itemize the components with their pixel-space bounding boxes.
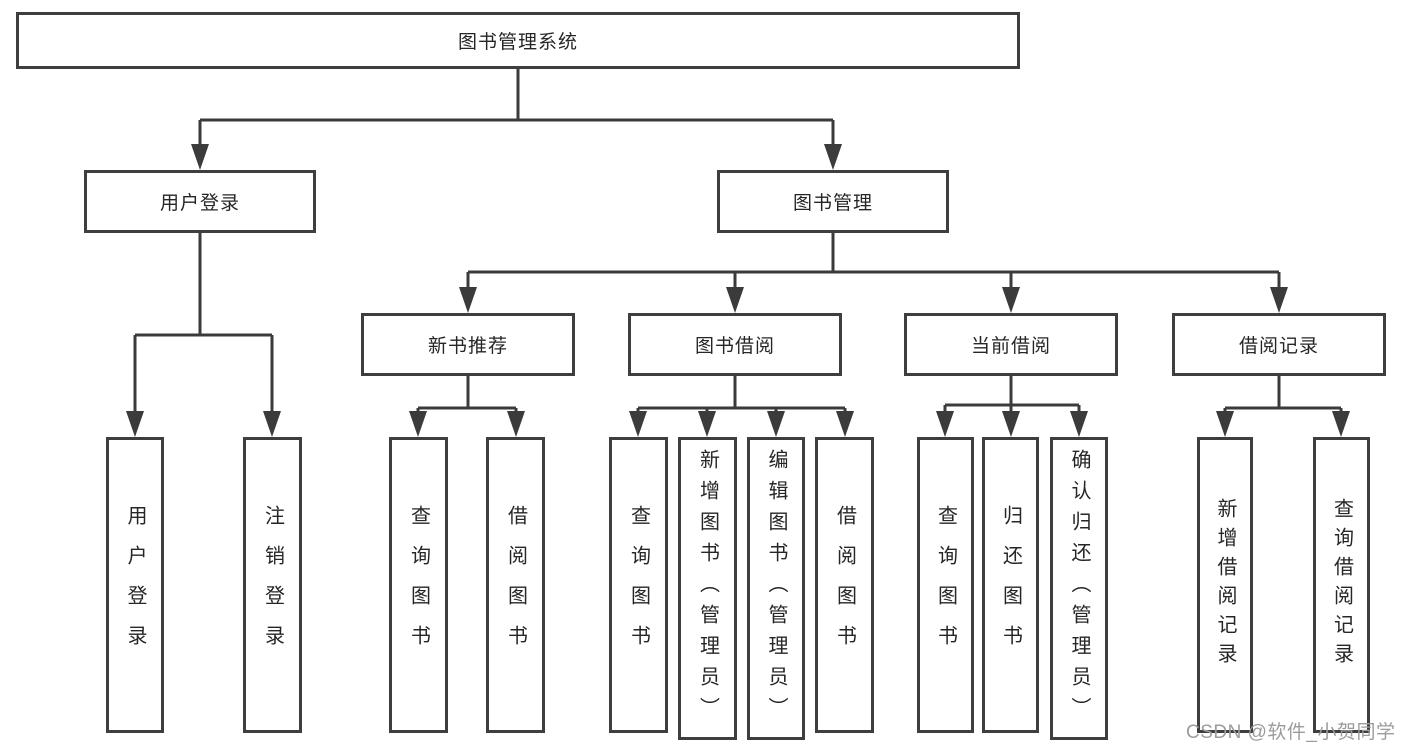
leaf-br-query-borrow-record-label: 查询借阅记录	[1330, 498, 1353, 672]
leaf-bb-edit-book-admin-label: 编辑图书（管理员）	[765, 449, 787, 728]
arrowhead	[126, 411, 144, 437]
arrowhead	[1270, 287, 1288, 313]
node-current-borrow-label: 当前借阅	[970, 336, 1051, 357]
node-book-management-label: 图书管理	[792, 193, 873, 214]
arrowhead	[409, 411, 427, 437]
connector-book-management	[466, 233, 1281, 288]
node-book-management: 图书管理	[717, 170, 949, 233]
leaf-nb-borrow-books-label: 借阅图书	[504, 505, 527, 665]
node-user-login-label: 用户登录	[159, 193, 240, 214]
node-new-book-recommend: 新书推荐	[361, 313, 575, 376]
node-current-borrow: 当前借阅	[904, 313, 1118, 376]
node-new-book-recommend-label: 新书推荐	[427, 336, 508, 357]
leaf-br-add-borrow-record: 新增借阅记录	[1197, 437, 1253, 733]
arrowhead	[767, 411, 785, 437]
leaf-bb-borrow-books-label: 借阅图书	[833, 505, 856, 665]
arrowhead	[507, 411, 525, 437]
connector-book-borrow	[636, 376, 847, 412]
arrowhead	[459, 287, 477, 313]
leaf-user-login: 用户登录	[106, 437, 164, 733]
leaf-bb-add-book-admin: 新增图书（管理员）	[678, 437, 737, 740]
connector-user-login	[133, 233, 274, 412]
arrowhead	[936, 411, 954, 437]
leaf-bb-add-book-admin-label: 新增图书（管理员）	[696, 449, 719, 728]
node-root: 图书管理系统	[16, 12, 1020, 69]
arrowhead	[191, 144, 209, 170]
connector-new-book-recommend	[416, 376, 518, 412]
node-borrow-records-label: 借阅记录	[1238, 336, 1319, 357]
node-root-label: 图书管理系统	[457, 32, 578, 53]
arrowhead	[1002, 287, 1020, 313]
node-book-borrow: 图书借阅	[628, 313, 842, 376]
csdn-watermark: CSDN @软件_小贺同学	[1186, 722, 1396, 743]
leaf-bb-query-books: 查询图书	[609, 437, 668, 733]
leaf-cb-query-books-label: 查询图书	[934, 505, 957, 665]
leaf-cb-return-books-label: 归还图书	[999, 505, 1022, 665]
connector-root	[198, 68, 835, 146]
node-borrow-records: 借阅记录	[1172, 313, 1386, 376]
leaf-bb-borrow-books: 借阅图书	[815, 437, 874, 733]
arrowhead	[1002, 411, 1020, 437]
arrowhead	[726, 287, 744, 313]
arrowhead	[1070, 411, 1088, 437]
arrowhead	[836, 411, 854, 437]
leaf-bb-query-books-label: 查询图书	[627, 505, 650, 665]
arrowhead	[698, 411, 716, 437]
node-user-login: 用户登录	[84, 170, 316, 233]
leaf-br-add-borrow-record-label: 新增借阅记录	[1214, 498, 1236, 672]
arrowhead	[1216, 411, 1234, 437]
leaf-cb-confirm-return-admin-label: 确认归还（管理员）	[1068, 449, 1090, 728]
connector-borrow-records	[1223, 376, 1343, 412]
leaf-logout: 注销登录	[243, 437, 302, 733]
leaf-br-query-borrow-record: 查询借阅记录	[1313, 437, 1370, 733]
leaf-nb-query-books-label: 查询图书	[407, 505, 430, 665]
leaf-nb-query-books: 查询图书	[389, 437, 448, 733]
leaf-nb-borrow-books: 借阅图书	[486, 437, 545, 733]
arrowhead	[824, 144, 842, 170]
leaf-cb-query-books: 查询图书	[917, 437, 974, 733]
leaf-cb-confirm-return-admin: 确认归还（管理员）	[1050, 437, 1108, 740]
leaf-bb-edit-book-admin: 编辑图书（管理员）	[747, 437, 805, 740]
arrowhead	[1332, 411, 1350, 437]
leaf-cb-return-books: 归还图书	[982, 437, 1039, 733]
arrowhead	[629, 411, 647, 437]
leaf-user-login-label: 用户登录	[124, 505, 146, 665]
leaf-logout-label: 注销登录	[261, 505, 284, 665]
node-book-borrow-label: 图书借阅	[694, 336, 775, 357]
arrowhead	[263, 411, 281, 437]
connector-current-borrow	[943, 375, 1081, 412]
